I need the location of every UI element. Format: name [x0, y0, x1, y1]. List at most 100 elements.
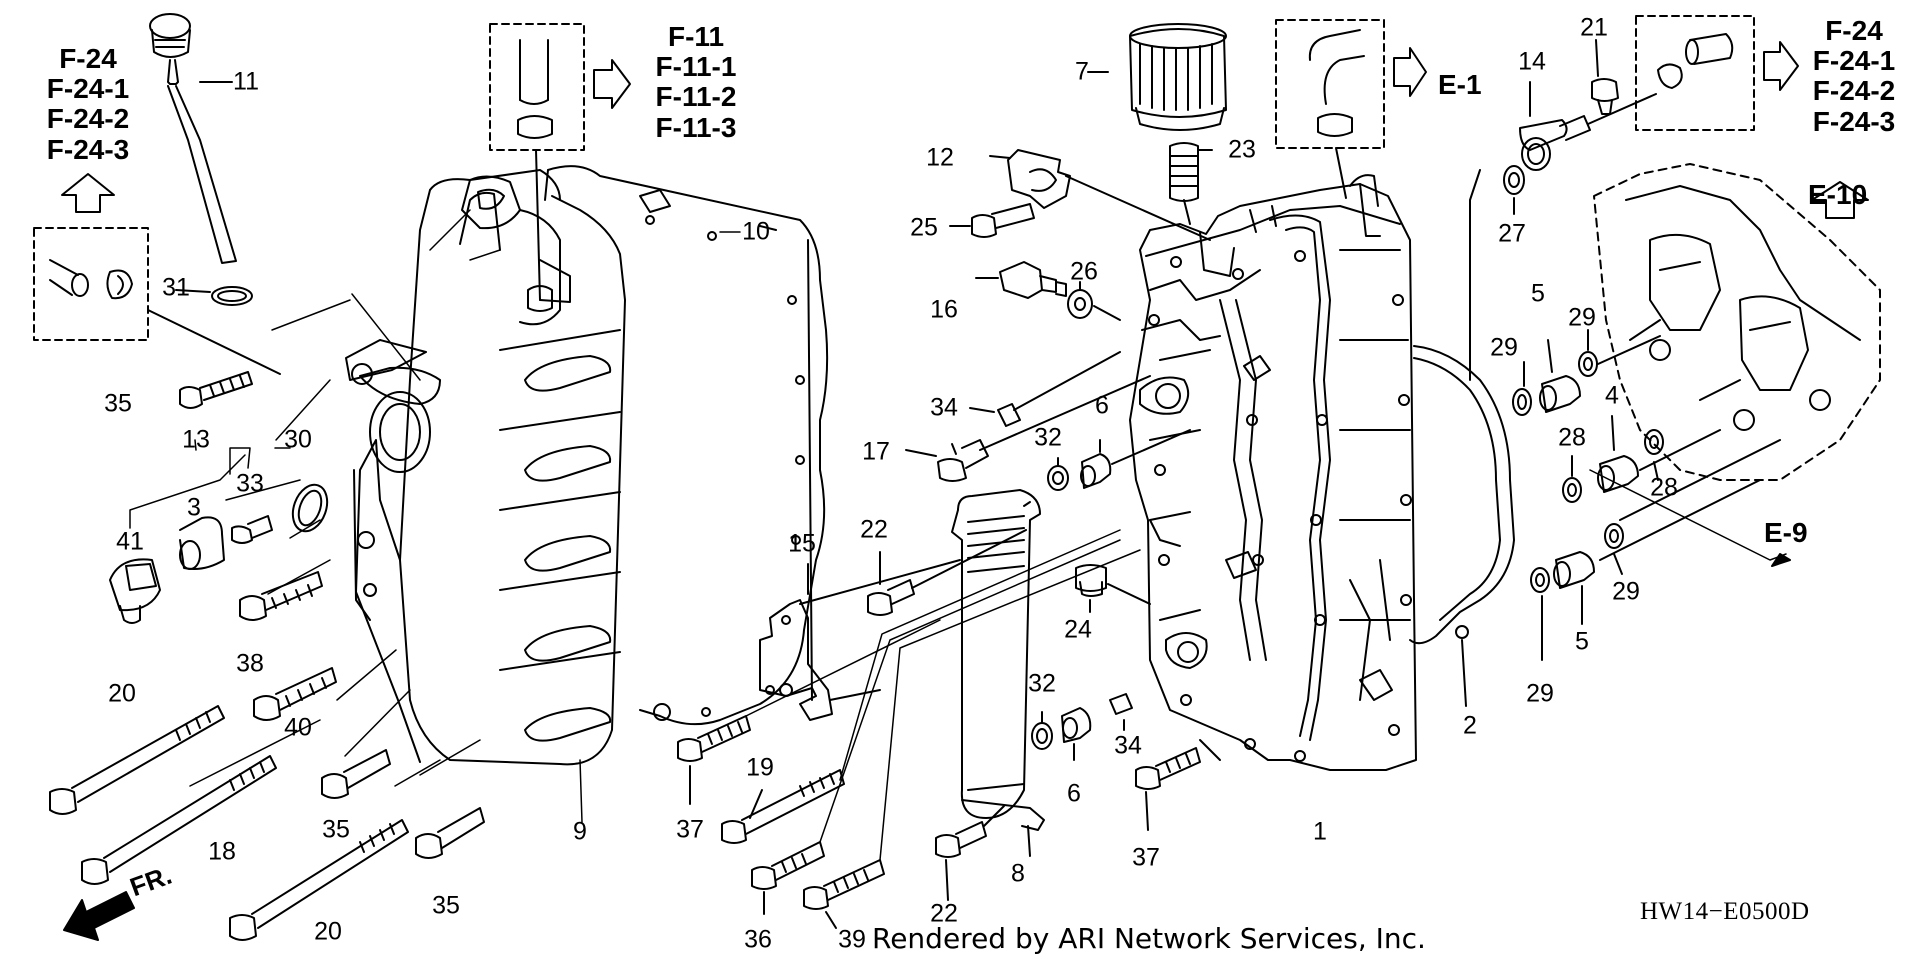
callout-35[interactable]: 35 [104, 389, 132, 418]
nipple-24-part [1075, 564, 1151, 613]
diagram-code: HW14−E0500D [1640, 898, 1810, 925]
callout-35[interactable]: 35 [432, 891, 460, 920]
reference-f24-left-2: F-24-2 [46, 103, 130, 135]
callout-23[interactable]: 23 [1228, 135, 1256, 164]
oil-cooler-part [951, 489, 1045, 857]
callout-37[interactable]: 37 [1132, 843, 1160, 872]
callout-29[interactable]: 29 [1568, 303, 1596, 332]
callout-28[interactable]: 28 [1558, 423, 1586, 452]
bolt-37b-part [1135, 747, 1201, 831]
callout-27[interactable]: 27 [1498, 219, 1526, 248]
callout-15[interactable]: 15 [788, 529, 816, 558]
reference-e9[interactable]: E-9 [1764, 517, 1808, 548]
left-cover-body [345, 169, 626, 766]
right-gasket-part [1409, 169, 1515, 707]
callout-32[interactable]: 32 [1034, 423, 1062, 452]
lower-seal-parts [1031, 693, 1133, 761]
bracket-12-part [989, 149, 1211, 241]
bolt-25-part [949, 203, 1035, 238]
callout-35[interactable]: 35 [322, 815, 350, 844]
callout-2[interactable]: 2 [1463, 711, 1477, 740]
callout-20[interactable]: 20 [314, 917, 342, 946]
up-arrow-left [61, 173, 115, 213]
callout-22[interactable]: 22 [860, 515, 888, 544]
callout-26[interactable]: 26 [1070, 257, 1098, 286]
reference-f11[interactable]: F-11 F-11-1 F-11-2 F-11-3 [638, 21, 754, 143]
callout-29[interactable]: 29 [1612, 577, 1640, 606]
reference-f24-right[interactable]: F-24 F-24-1 F-24-2 F-24-3 [1796, 15, 1912, 137]
dipstick-part [149, 13, 237, 264]
callout-17[interactable]: 17 [862, 437, 890, 466]
pin-34-part [969, 351, 1121, 427]
filter-nipple-part [1169, 142, 1213, 225]
hose-kit-box-left [33, 227, 281, 375]
callout-4[interactable]: 4 [1605, 381, 1619, 410]
callout-39[interactable]: 39 [838, 925, 866, 954]
callout-21[interactable]: 21 [1580, 13, 1608, 42]
callout-37[interactable]: 37 [676, 815, 704, 844]
hose-kit-box-top [489, 23, 631, 312]
collar-6a-part [1080, 429, 1191, 489]
callout-34[interactable]: 34 [1114, 731, 1142, 760]
footer-credit: Rendered by ARI Network Services, Inc. [872, 922, 1426, 955]
callout-3[interactable]: 3 [187, 493, 201, 522]
callout-22[interactable]: 22 [930, 899, 958, 928]
callout-24[interactable]: 24 [1064, 615, 1092, 644]
bolt-22a-part [867, 529, 1027, 616]
callout-6[interactable]: 6 [1067, 779, 1081, 808]
left-gasket-part [544, 165, 829, 726]
callout-6[interactable]: 6 [1095, 391, 1109, 420]
reference-f24-left-0: F-24 [59, 43, 117, 74]
flange-14-part [1519, 81, 1657, 171]
callout-20[interactable]: 20 [108, 679, 136, 708]
callout-19[interactable]: 19 [746, 753, 774, 782]
right-case-body [1129, 174, 1417, 771]
callout-7[interactable]: 7 [1075, 57, 1089, 86]
reference-f24-left-3: F-24-3 [46, 133, 130, 165]
callout-8[interactable]: 8 [1011, 859, 1025, 888]
callout-38[interactable]: 38 [236, 649, 264, 678]
callout-33[interactable]: 33 [236, 469, 264, 498]
callout-41[interactable]: 41 [116, 527, 144, 556]
left-small-parts [49, 371, 485, 941]
callout-31[interactable]: 31 [162, 273, 190, 302]
reference-f24-right-3: F-24-3 [1812, 105, 1896, 137]
callout-12[interactable]: 12 [926, 143, 954, 172]
reference-e1[interactable]: E-1 [1438, 69, 1482, 100]
callout-30[interactable]: 30 [284, 425, 312, 454]
switch-17-part [905, 375, 1151, 482]
callout-14[interactable]: 14 [1518, 47, 1546, 76]
callout-5[interactable]: 5 [1575, 627, 1589, 656]
hose-kit-box-e1 [1275, 19, 1427, 199]
bolt-22b-part [935, 805, 1005, 901]
callout-11[interactable]: 11 [233, 67, 259, 96]
callout-25[interactable]: 25 [910, 213, 938, 242]
reference-f24-left[interactable]: F-24 F-24-1 F-24-2 F-24-3 [30, 43, 146, 165]
callout-5[interactable]: 5 [1531, 279, 1545, 308]
reference-f11-3: F-11-3 [655, 111, 737, 143]
callout-1[interactable]: 1 [1313, 817, 1327, 846]
callout-10[interactable]: 10 [742, 217, 770, 246]
leader-lines-left [129, 209, 741, 823]
callout-29[interactable]: 29 [1490, 333, 1518, 362]
callout-34[interactable]: 34 [930, 393, 958, 422]
bracket-15-part [759, 559, 961, 721]
reference-f24-right-2: F-24-2 [1812, 75, 1896, 107]
reference-f24-right-0: F-24 [1825, 15, 1883, 46]
callout-36[interactable]: 36 [744, 925, 772, 954]
reference-f11-2: F-11-2 [655, 81, 737, 113]
callout-32[interactable]: 32 [1028, 669, 1056, 698]
callout-28[interactable]: 28 [1650, 473, 1678, 502]
reference-f11-0: F-11 [667, 21, 725, 52]
reference-e10[interactable]: E-10 [1808, 179, 1868, 210]
callout-9[interactable]: 9 [573, 817, 587, 846]
washer-27-part [1503, 165, 1525, 215]
callout-29[interactable]: 29 [1526, 679, 1554, 708]
washer-26-part [1067, 281, 1121, 321]
callout-13[interactable]: 13 [182, 425, 210, 454]
callout-18[interactable]: 18 [208, 837, 236, 866]
callout-16[interactable]: 16 [930, 295, 958, 324]
callout-40[interactable]: 40 [284, 713, 312, 742]
